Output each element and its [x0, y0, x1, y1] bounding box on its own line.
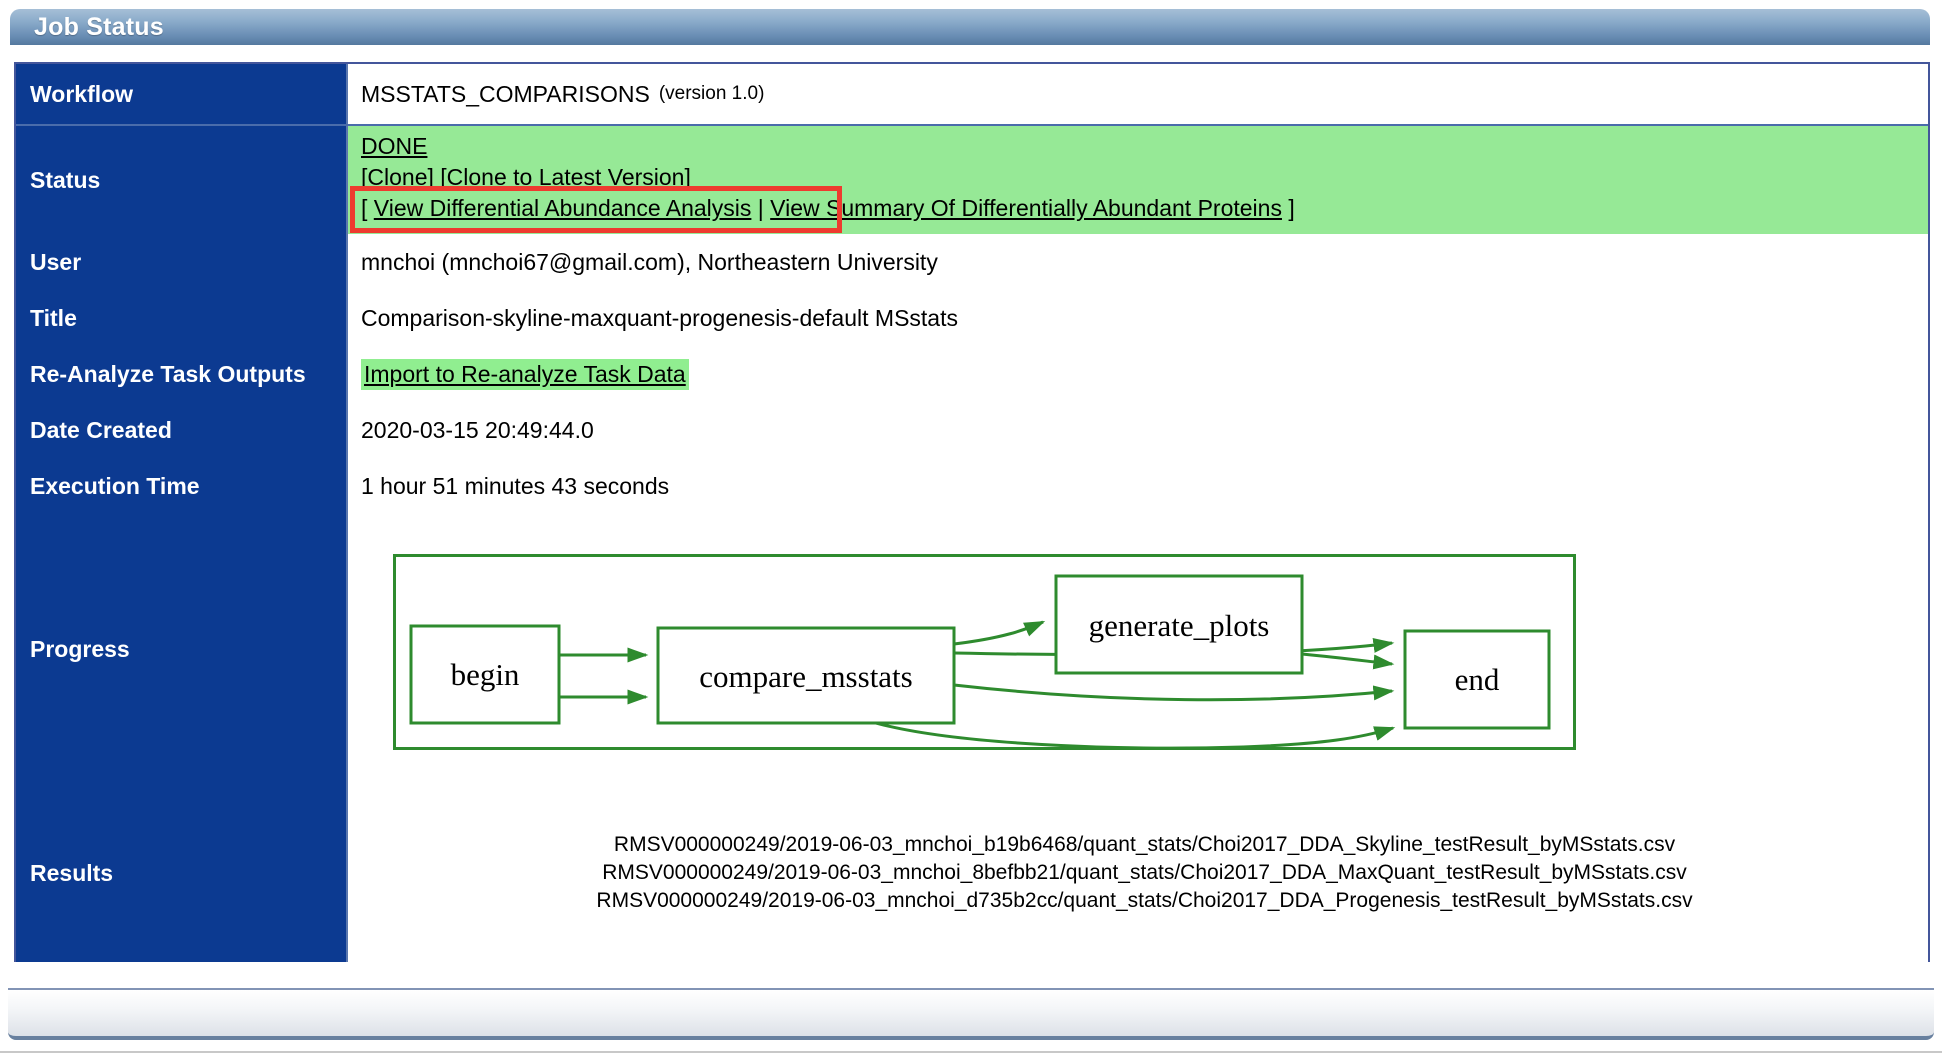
- separator-pipe: |: [757, 195, 764, 221]
- page-bottom-divider: [0, 1051, 1942, 1053]
- reanalyze-value-cell: Import to Re-analyze Task Data: [348, 346, 1928, 402]
- edge-compare-generate: [953, 620, 1046, 646]
- clone-link[interactable]: [Clone]: [361, 164, 434, 190]
- node-generate-plots: [1054, 574, 1304, 675]
- workflow-graph-diagram: begin compare_msstats generate_plots end: [393, 554, 1576, 750]
- row-label-title: Title: [16, 290, 348, 346]
- execution-time-value: 1 hour 51 minutes 43 seconds: [348, 458, 1928, 514]
- node-begin: [409, 624, 561, 725]
- table-row-title: Title Comparison-skyline-maxquant-progen…: [16, 288, 1928, 346]
- footer-bar: [8, 988, 1934, 1040]
- diagram-frame: [393, 554, 1576, 750]
- result-file-path: RMSV000000249/2019-06-03_mnchoi_d735b2cc…: [596, 889, 1693, 912]
- table-row-workflow: Workflow MSSTATS_COMPARISONS (version 1.…: [16, 64, 1928, 124]
- edge-compare-end-mid: [953, 683, 1395, 702]
- node-end-label: end: [1455, 662, 1500, 697]
- workflow-name: MSSTATS_COMPARISONS: [361, 80, 650, 107]
- row-label-date-created: Date Created: [16, 402, 348, 458]
- row-label-reanalyze: Re-Analyze Task Outputs: [16, 346, 348, 402]
- table-row-execution-time: Execution Time 1 hour 51 minutes 43 seco…: [16, 456, 1928, 514]
- status-done-link[interactable]: DONE: [361, 133, 428, 159]
- node-compare-msstats: [656, 626, 956, 725]
- edge-compare-end-bottom: [875, 721, 1396, 750]
- import-reanalyze-link[interactable]: Import to Re-analyze Task Data: [361, 358, 689, 390]
- node-generate-label: generate_plots: [1089, 608, 1270, 643]
- date-created-value: 2020-03-15 20:49:44.0: [348, 402, 1928, 458]
- row-label-user: User: [16, 234, 348, 290]
- clone-to-latest-link[interactable]: [Clone to Latest Version]: [440, 164, 691, 190]
- job-title-value: Comparison-skyline-maxquant-progenesis-d…: [348, 290, 1928, 346]
- table-row-user: User mnchoi (mnchoi67@gmail.com), Northe…: [16, 232, 1928, 290]
- view-differential-abundance-link[interactable]: View Differential Abundance Analysis: [373, 195, 752, 221]
- row-label-status: Status: [16, 126, 348, 234]
- edge-generate-end: [1301, 652, 1395, 670]
- table-row-progress: Progress: [16, 512, 1928, 784]
- progress-value-cell: begin compare_msstats generate_plots end: [348, 514, 1928, 784]
- page-title: Job Status: [34, 12, 164, 41]
- row-label-results: Results: [16, 784, 348, 962]
- table-row-results: Results RMSV000000249/2019-06-03_mnchoi_…: [16, 782, 1928, 962]
- table-row-reanalyze: Re-Analyze Task Outputs Import to Re-ana…: [16, 344, 1928, 402]
- table-row-date-created: Date Created 2020-03-15 20:49:44.0: [16, 400, 1928, 458]
- row-label-progress: Progress: [16, 514, 348, 784]
- bracket-close: ]: [1288, 195, 1295, 221]
- bracket-open: [: [361, 195, 368, 221]
- results-value-cell: RMSV000000249/2019-06-03_mnchoi_b19b6468…: [348, 784, 1928, 962]
- result-file-path: RMSV000000249/2019-06-03_mnchoi_b19b6468…: [613, 833, 1676, 856]
- user-value: mnchoi (mnchoi67@gmail.com), Northeaster…: [348, 234, 1928, 290]
- table-row-status: Status DONE [Clone] [Clone to Latest Ver…: [16, 124, 1928, 234]
- workflow-version: (version 1.0): [658, 83, 765, 104]
- status-clone-line: [Clone] [Clone to Latest Version]: [361, 162, 1928, 193]
- status-state-line: DONE: [361, 131, 1928, 162]
- page-title-bar: Job Status: [10, 9, 1930, 45]
- status-value-cell: DONE [Clone] [Clone to Latest Version] […: [348, 126, 1928, 234]
- result-file-path: RMSV000000249/2019-06-03_mnchoi_8befbb21…: [602, 861, 1687, 884]
- node-begin-label: begin: [451, 657, 520, 692]
- job-status-table: Workflow MSSTATS_COMPARISONS (version 1.…: [14, 62, 1930, 962]
- status-view-line: [ View Differential Abundance Analysis |…: [361, 193, 1928, 224]
- node-compare-label: compare_msstats: [699, 659, 913, 694]
- node-end: [1403, 629, 1551, 730]
- row-label-execution-time: Execution Time: [16, 458, 348, 514]
- row-label-workflow: Workflow: [16, 64, 348, 124]
- view-summary-proteins-link[interactable]: View Summary Of Differentially Abundant …: [770, 195, 1282, 221]
- workflow-value-cell: MSSTATS_COMPARISONS (version 1.0): [348, 64, 1928, 124]
